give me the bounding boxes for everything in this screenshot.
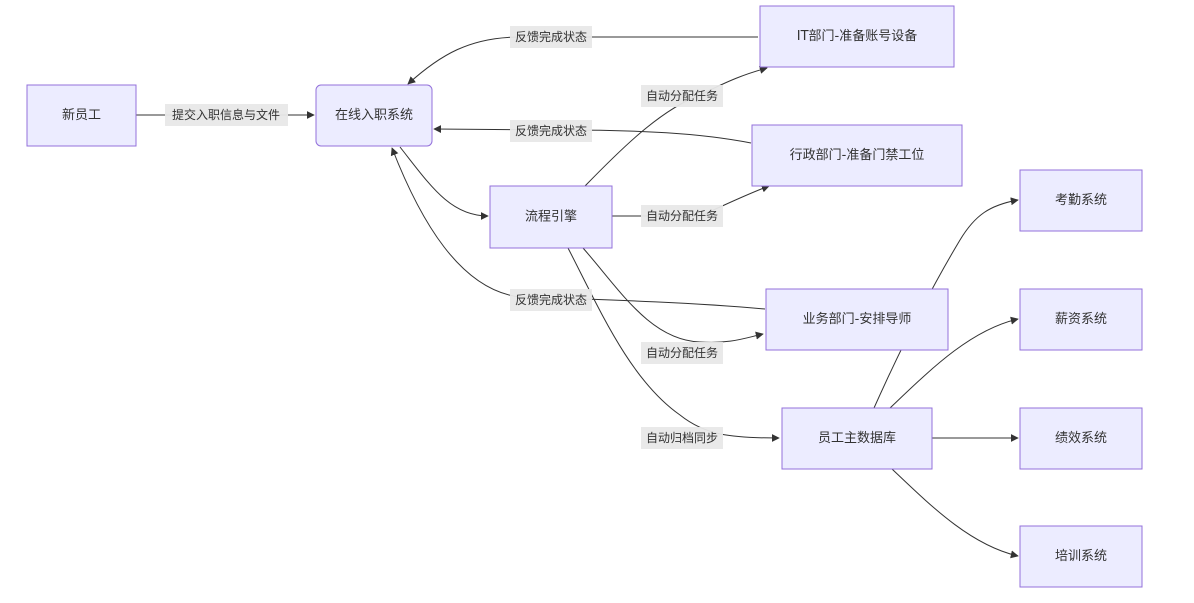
node-payroll-system: 薪资系统 <box>1019 288 1143 351</box>
edge-label-auto-assign-admin: 自动分配任务 <box>641 205 723 227</box>
edge-label-auto-archive-sync: 自动归档同步 <box>641 427 723 449</box>
nodes: 新员工 在线入职系统 流程引擎 IT部门-准备账号设备 行政部门-准备门禁工位 … <box>26 5 1143 588</box>
node-training-system-label: 培训系统 <box>1055 548 1107 564</box>
edge-label-feedback-business: 反馈完成状态 <box>510 289 592 311</box>
node-attendance-system: 考勤系统 <box>1019 169 1143 232</box>
node-onboarding-system-label: 在线入职系统 <box>335 108 413 123</box>
node-it-dept: IT部门-准备账号设备 <box>759 5 955 68</box>
edge-label-submit-info: 提交入职信息与文件 <box>165 104 288 126</box>
edge-auto-archive-sync <box>567 247 780 442</box>
node-onboarding-system: 在线入职系统 <box>315 84 433 147</box>
node-admin-dept: 行政部门-准备门禁工位 <box>751 124 963 187</box>
edge-label-feedback-it-text: 反馈完成状态 <box>515 29 587 44</box>
edge-feedback-admin <box>433 125 752 144</box>
edge-label-auto-assign-business-text: 自动分配任务 <box>646 345 718 360</box>
node-workflow-engine: 流程引擎 <box>489 185 613 249</box>
edge-auto-assign-business <box>582 247 764 343</box>
node-attendance-system-label: 考勤系统 <box>1055 193 1107 208</box>
edge-label-feedback-business-text: 反馈完成状态 <box>515 292 587 307</box>
node-admin-dept-label: 行政部门-准备门禁工位 <box>790 147 925 163</box>
node-employee-master-db-label: 员工主数据库 <box>818 430 896 446</box>
edge-label-submit-info-text: 提交入职信息与文件 <box>172 107 280 122</box>
edge-db-to-payroll <box>889 316 1019 409</box>
node-training-system: 培训系统 <box>1019 525 1143 588</box>
edge-db-to-attendance <box>873 197 1019 409</box>
node-it-dept-label: IT部门-准备账号设备 <box>797 28 917 44</box>
edge-label-auto-assign-business: 自动分配任务 <box>641 342 723 364</box>
node-performance-system-label: 绩效系统 <box>1055 431 1107 446</box>
edge-label-feedback-admin-text: 反馈完成状态 <box>515 123 587 138</box>
node-employee-master-db: 员工主数据库 <box>781 407 933 470</box>
edge-labels: 提交入职信息与文件 反馈完成状态 反馈完成状态 反馈完成状态 自动分配任务 自动… <box>165 26 723 449</box>
node-new-employee: 新员工 <box>26 84 137 147</box>
node-new-employee-label: 新员工 <box>62 107 101 123</box>
node-business-dept: 业务部门-安排导师 <box>765 288 949 351</box>
node-workflow-engine-label: 流程引擎 <box>525 210 577 225</box>
edge-onboarding-to-engine <box>399 146 489 220</box>
node-business-dept-label: 业务部门-安排导师 <box>803 311 912 327</box>
edge-label-auto-assign-it: 自动分配任务 <box>641 85 723 107</box>
node-performance-system: 绩效系统 <box>1019 407 1143 470</box>
edge-label-feedback-it: 反馈完成状态 <box>510 26 592 48</box>
edge-label-feedback-admin: 反馈完成状态 <box>510 120 592 142</box>
edge-db-to-training <box>891 468 1019 559</box>
edge-label-auto-assign-it-text: 自动分配任务 <box>646 88 718 103</box>
node-payroll-system-label: 薪资系统 <box>1055 312 1107 327</box>
edge-label-auto-assign-admin-text: 自动分配任务 <box>646 208 718 223</box>
edge-label-auto-archive-sync-text: 自动归档同步 <box>646 431 718 445</box>
